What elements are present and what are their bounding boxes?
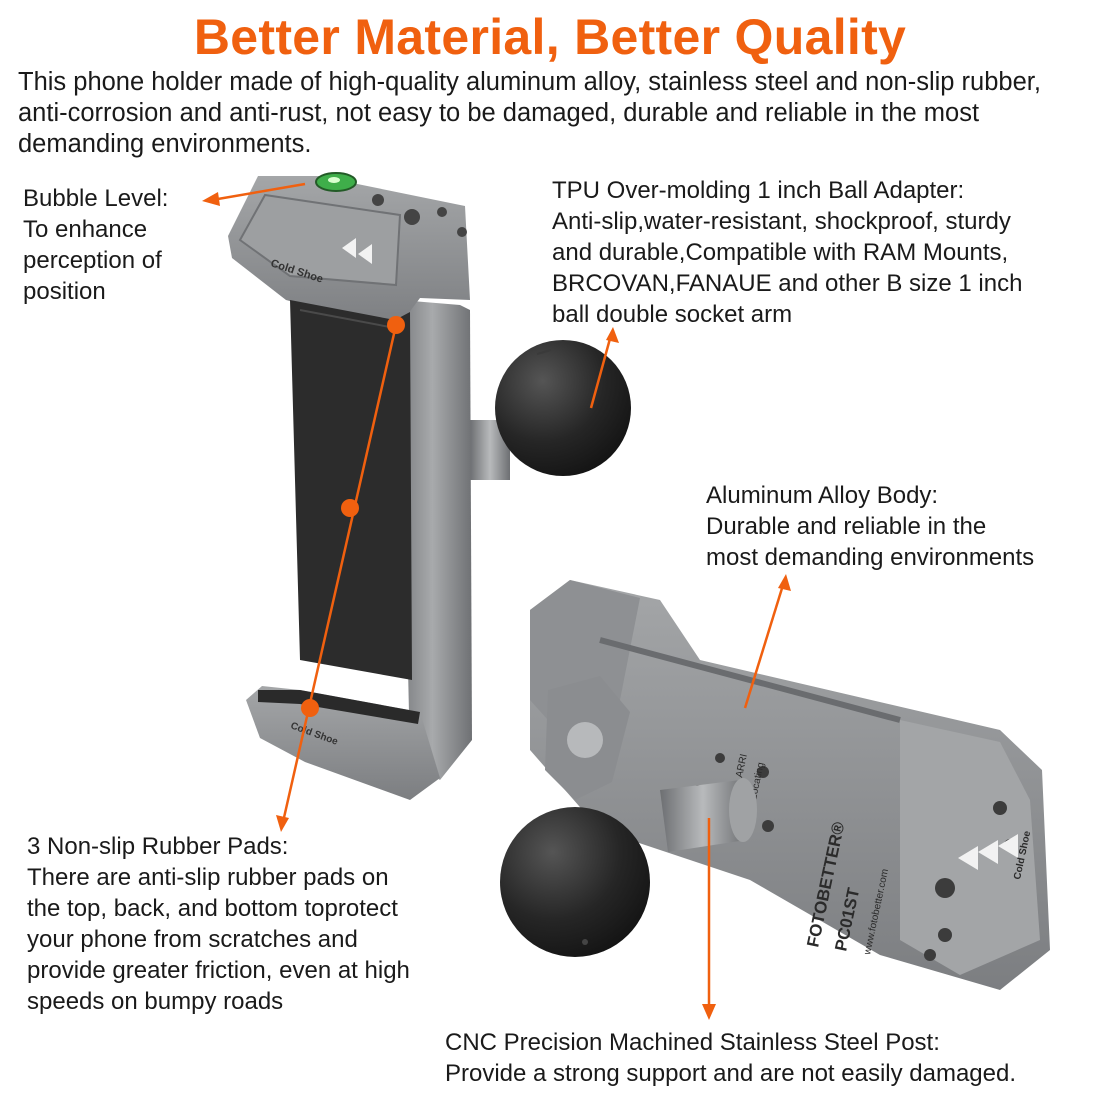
bottom-rubber-pad [258,690,420,724]
arrow-icon [276,815,289,832]
cold-shoe-arrows-back [958,834,1018,870]
callout-steel-post: CNC Precision Machined Stainless Steel P… [445,1027,1095,1089]
rear-ball-mount-icon [500,807,650,957]
callout-line: Anti-slip,water-resistant, shockproof, s… [552,208,1011,235]
callout-line: provide greater friction, even at high [27,957,410,984]
front-ball-mount-icon [495,340,631,476]
callout-rubber-pads: 3 Non-slip Rubber Pads: There are anti-s… [27,831,477,1017]
callout-line: position [23,278,106,305]
arrow-icon [778,574,791,591]
callout-line: the top, back, and bottom toprotect [27,895,398,922]
back-rubber-pad [290,300,412,680]
steel-post [660,780,746,852]
intro-text: This phone holder made of high-quality a… [18,68,1041,158]
arrow-icon [211,182,306,202]
back-holder: FOTOBETTER® PC01ST www.fotobetter.com AR… [500,580,1050,990]
callout-heading: Aluminum Alloy Body: [706,482,939,509]
arri-marking: ARRI [734,753,750,779]
side-rail [400,300,472,780]
page-title: Better Material, Better Quality [193,9,907,65]
callout-arrows [202,182,791,1020]
arrow-icon [202,192,220,206]
callout-line: and durable,Compatible with RAM Mounts, [552,239,1009,266]
callout-line: perception of [23,247,162,274]
screw-hole [935,878,955,898]
pad-dot-bottom [301,699,319,717]
callout-heading: TPU Over-molding 1 inch Ball Adapter: [552,177,965,204]
pad-dot-back [341,499,359,517]
callout-line: most demanding environments [706,544,1035,571]
front-holder: Cold Shoe Cold Shoe [228,172,631,800]
callout-heading: Bubble Level: [23,185,169,212]
pad-dot-top [387,316,405,334]
arrow-icon [589,334,613,409]
callout-line: your phone from scratches and [27,926,358,953]
callout-line: BRCOVAN,FANAUE and other B size 1 inch [552,270,1023,297]
callout-line: To enhance [23,216,148,243]
callout-ball-adapter: TPU Over-molding 1 inch Ball Adapter: An… [552,175,1097,330]
callout-line: Durable and reliable in the [706,513,987,540]
callout-aluminum-body: Aluminum Alloy Body: Durable and reliabl… [706,480,1096,573]
cold-shoe-arrows [342,238,372,264]
callout-bubble-level: Bubble Level: To enhance perception of p… [23,183,273,307]
callout-line: speeds on bumpy roads [27,988,284,1015]
arrow-icon [281,324,398,823]
callout-line: There are anti-slip rubber pads on [27,864,389,891]
callout-heading: CNC Precision Machined Stainless Steel P… [445,1029,940,1056]
callout-line: Provide a strong support and are not eas… [445,1060,1017,1087]
arrow-icon [606,327,619,343]
callout-heading: 3 Non-slip Rubber Pads: [27,833,289,860]
callout-line: ball double socket arm [552,301,793,328]
arrow-icon [743,584,785,709]
arrow-icon [702,1004,716,1020]
